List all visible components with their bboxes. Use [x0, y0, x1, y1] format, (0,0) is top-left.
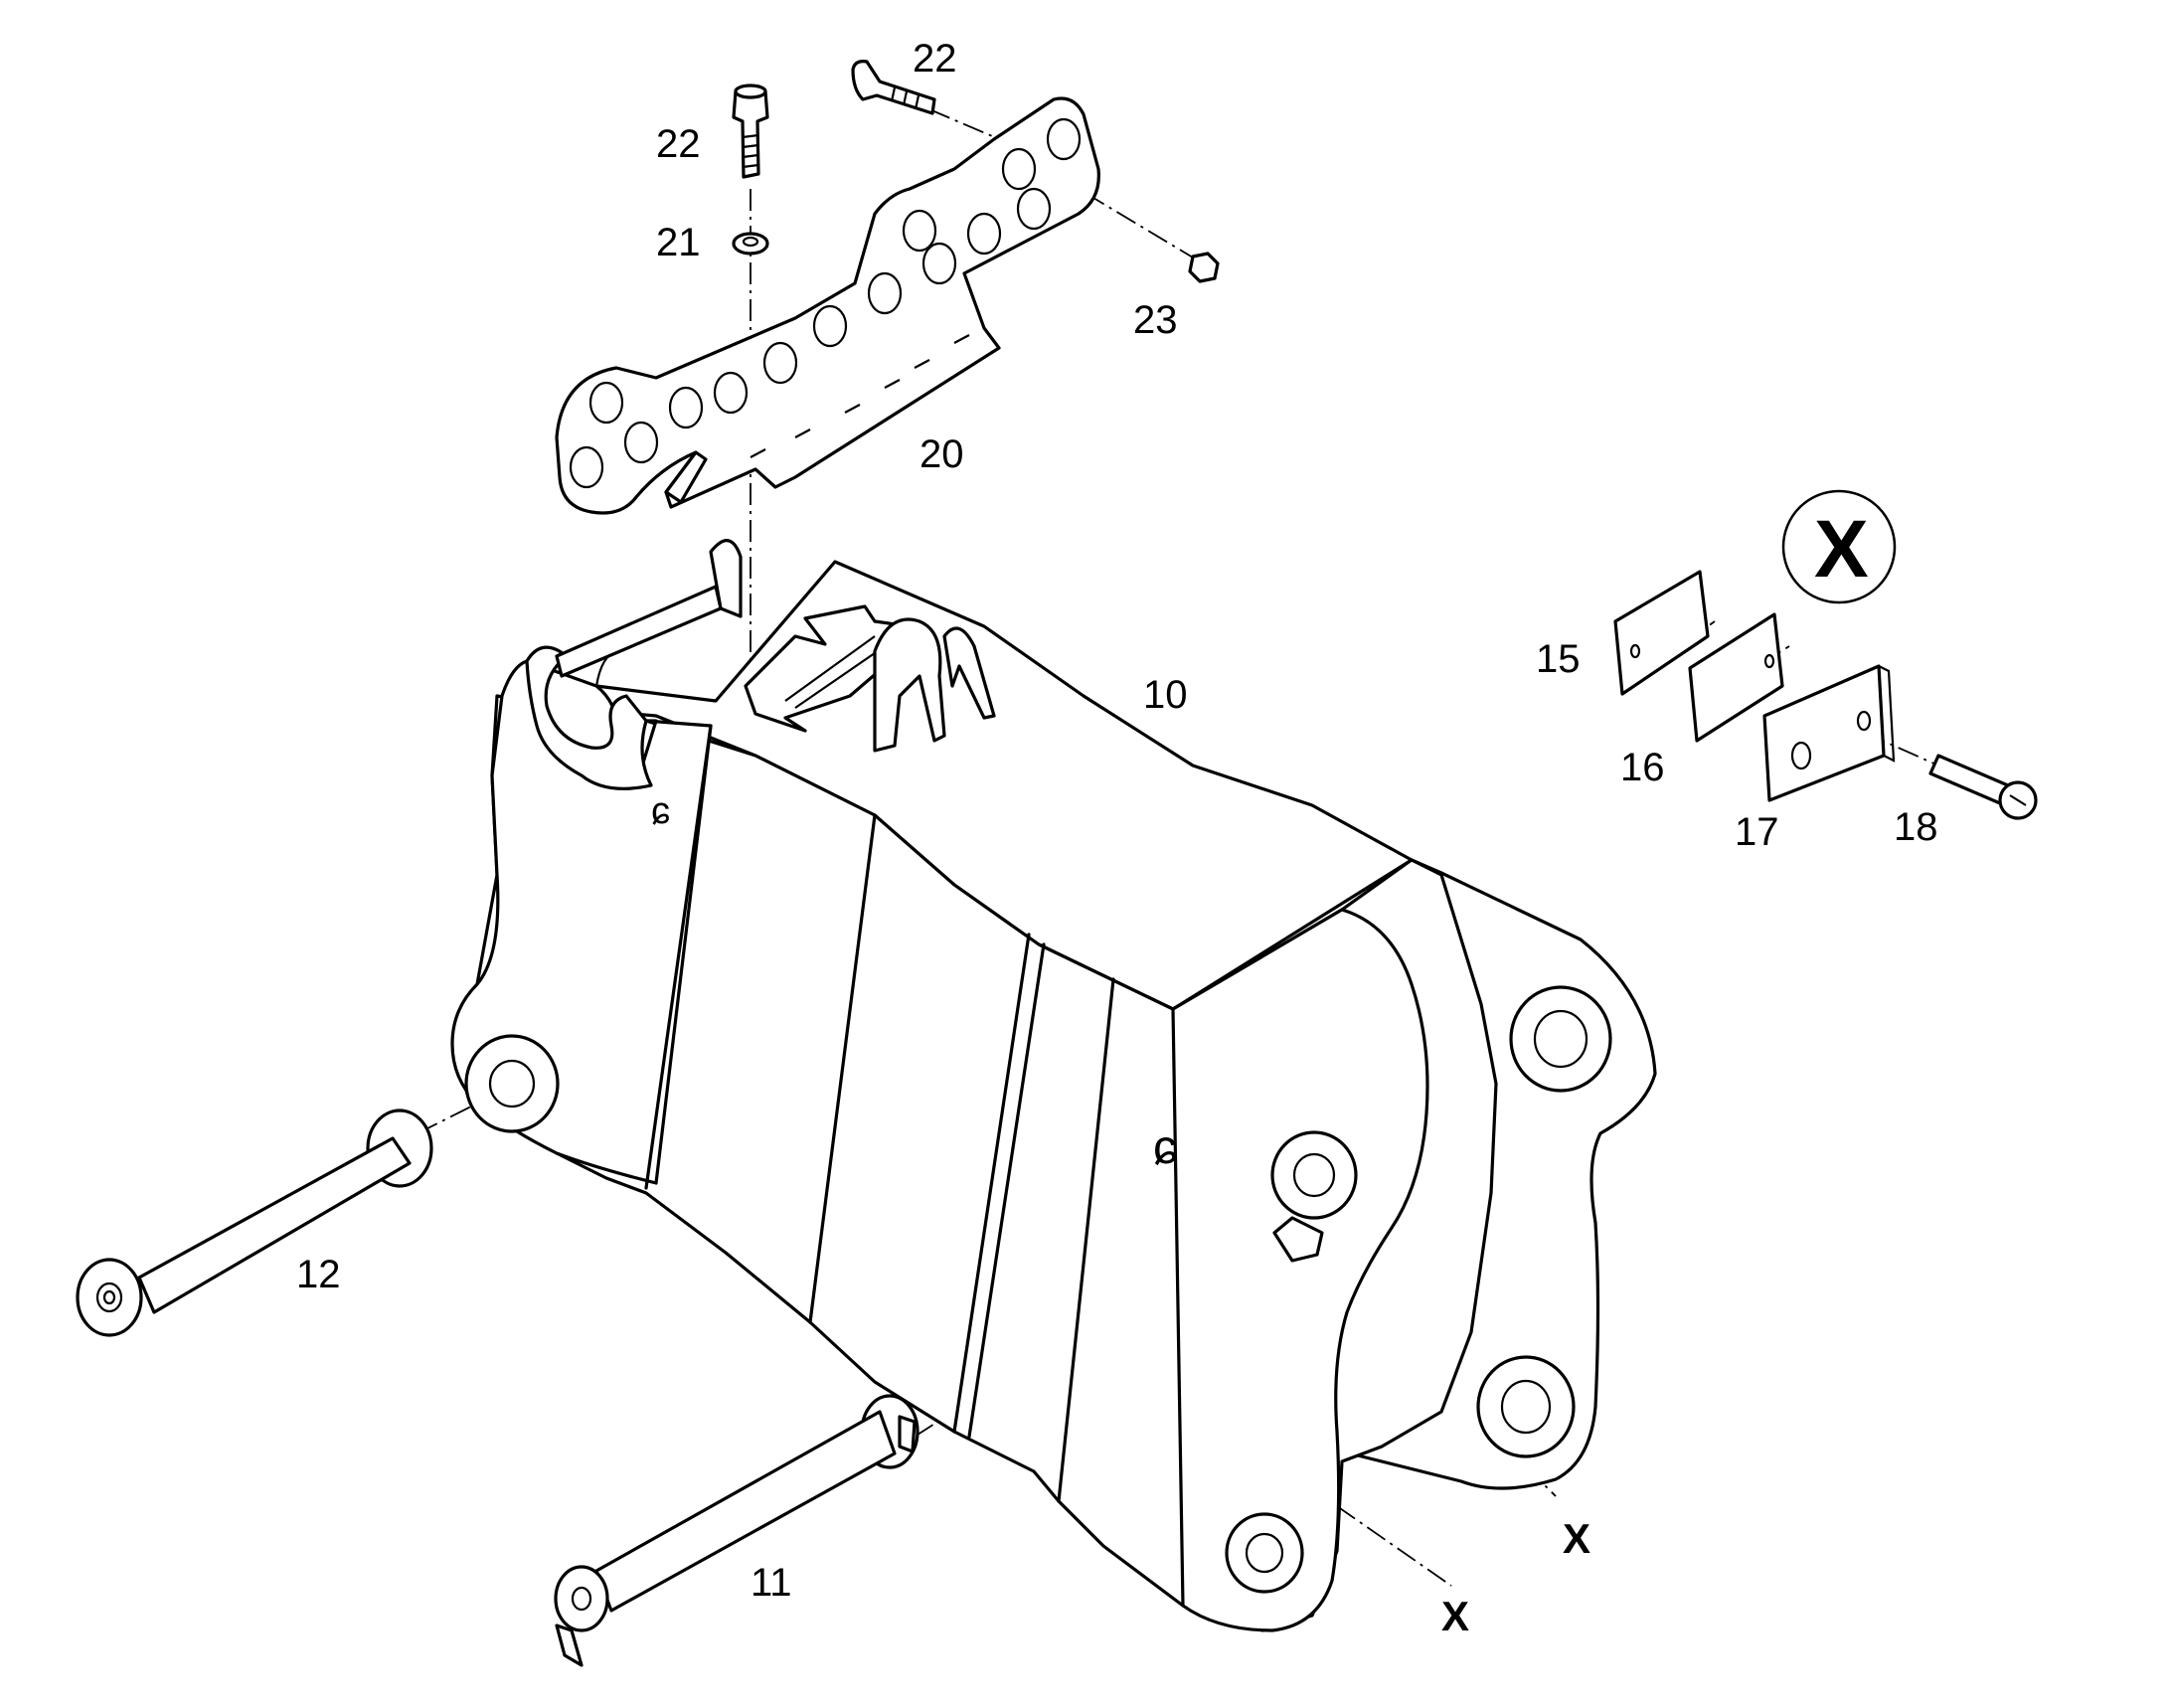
bolt-horizontal [851, 60, 936, 115]
callout-15: 15 [1536, 637, 1581, 681]
callout-17: 17 [1735, 810, 1779, 854]
bolt-vertical [732, 84, 769, 179]
callout-16: 16 [1620, 746, 1665, 789]
callout-22-top: 22 [913, 37, 957, 81]
detail-x [1613, 489, 2038, 820]
callout-21: 21 [656, 221, 701, 264]
washer [732, 232, 769, 256]
nut [1188, 252, 1220, 283]
bracket-plate [555, 96, 1100, 515]
callout-20: 20 [919, 432, 964, 476]
callout-10: 10 [1143, 673, 1188, 717]
svg-text:ɕ: ɕ [1153, 1121, 1177, 1174]
callout-23: 23 [1133, 298, 1178, 342]
callout-22-left: 22 [656, 122, 701, 166]
callout-12: 12 [296, 1253, 341, 1296]
pin-11 [554, 1394, 919, 1667]
pin-12 [76, 1109, 433, 1337]
main-frame: ɕ ɕ [450, 539, 1657, 1632]
callout-18: 18 [1894, 805, 1938, 849]
section-mark-x-left: X [1441, 1593, 1469, 1639]
callout-labels: 22 22 21 23 20 10 15 16 17 18 12 11 X X … [296, 37, 1938, 1639]
callout-11: 11 [751, 1561, 792, 1605]
section-mark-x-right: X [1563, 1515, 1590, 1562]
svg-text:ɕ: ɕ [651, 790, 670, 832]
detail-marker [1781, 489, 1897, 604]
detail-marker-label: X [1814, 504, 1869, 595]
